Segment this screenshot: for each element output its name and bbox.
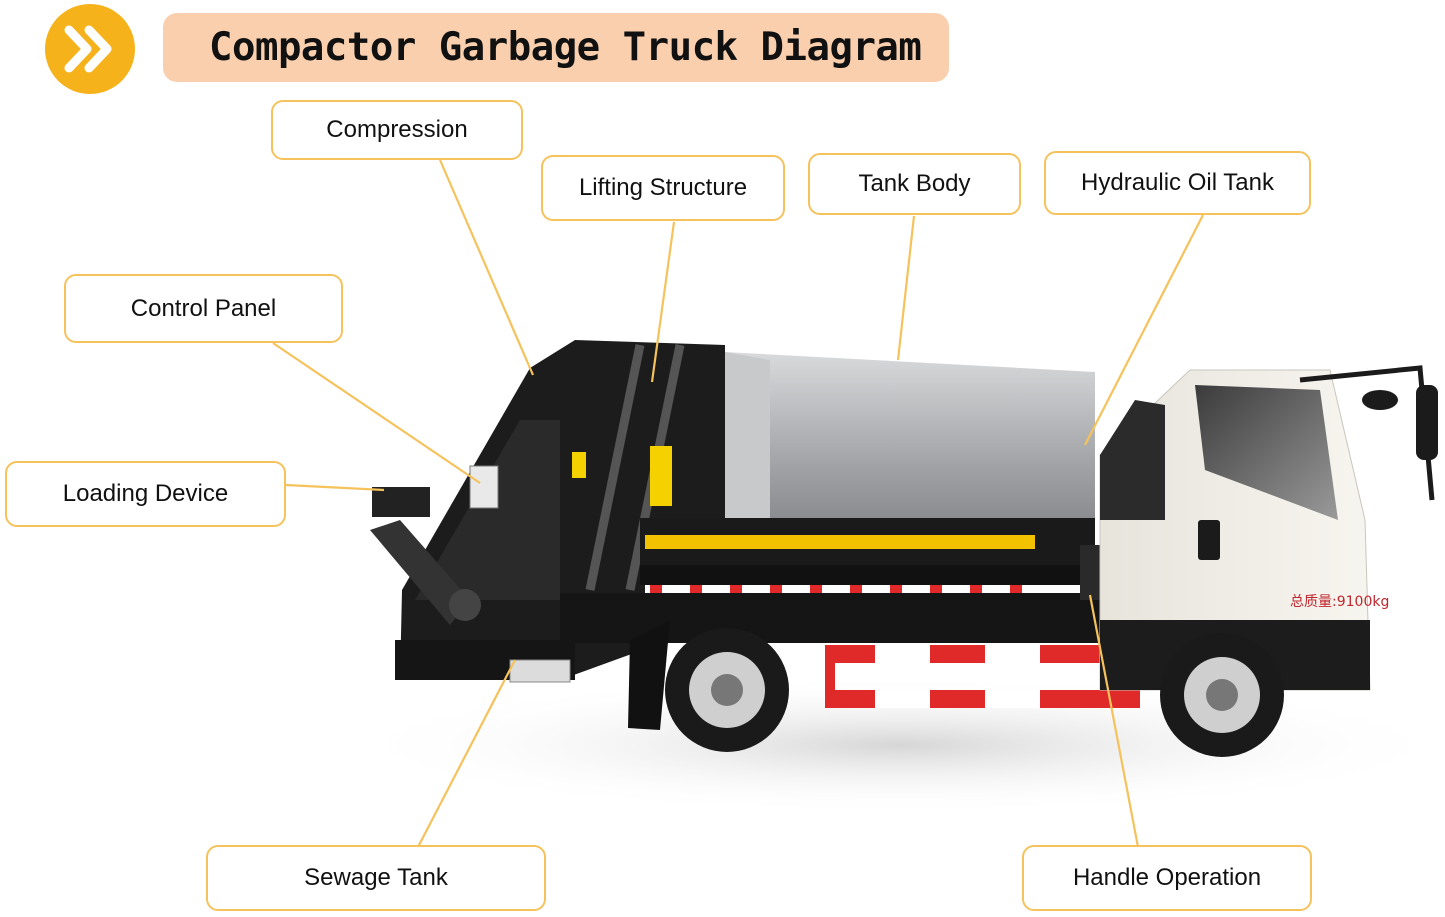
- leader-lines: [272, 159, 1204, 848]
- reflective-strip: [645, 585, 1050, 593]
- label-hydraulic-oil-tank: Hydraulic Oil Tank: [1044, 151, 1311, 215]
- label-sewage-tank: Sewage Tank: [206, 845, 546, 911]
- loading-device-hinge: [449, 589, 481, 621]
- warning-sticker: [572, 452, 586, 478]
- title-banner: Compactor Garbage Truck Diagram: [163, 13, 949, 82]
- cab-windshield: [1195, 385, 1338, 520]
- cab-door-text: 总质量:9100kg: [1290, 594, 1389, 610]
- page-title: Compactor Garbage Truck Diagram: [209, 25, 922, 70]
- warning-sticker: [650, 446, 672, 506]
- cab-door-handle: [1198, 520, 1220, 560]
- label-handle-operation: Handle Operation: [1022, 845, 1312, 911]
- rear-loader-panel: [415, 420, 560, 600]
- side-guard: [825, 645, 1140, 708]
- leader-control-panel: [272, 342, 481, 484]
- mud-flap: [628, 620, 670, 730]
- label-lifting-structure: Lifting Structure: [541, 155, 785, 221]
- leader-lifting-structure: [650, 221, 676, 383]
- label-loading-device: Loading Device: [5, 461, 286, 527]
- body-yellow-stripe: [645, 535, 1035, 549]
- label-control-panel: Control Panel: [64, 274, 343, 343]
- leader-hydraulic-oil-tank: [1084, 214, 1204, 446]
- lift-cylinder-left: [585, 344, 645, 591]
- leader-tank-body: [896, 215, 916, 361]
- label-tank-body: Tank Body: [808, 153, 1021, 215]
- side-mirror: [1416, 385, 1438, 460]
- wide-mirror: [1362, 390, 1398, 410]
- leader-sewage-tank: [417, 659, 516, 848]
- double-chevron-right-icon: [64, 25, 112, 73]
- leader-handle-operation: [1088, 594, 1140, 848]
- leader-compression: [438, 159, 535, 376]
- control-panel-box: [469, 465, 499, 509]
- front-wheel: [1160, 633, 1284, 757]
- loading-device-arm: [372, 487, 430, 517]
- logo-badge: [45, 4, 135, 94]
- rear-wheel: [665, 628, 789, 752]
- sewage-tank-shape: [509, 659, 571, 683]
- cab-side-window: [1100, 400, 1165, 520]
- loading-device-lever: [370, 520, 470, 625]
- chassis-rail: [640, 565, 1095, 585]
- leader-loading-device: [285, 483, 385, 492]
- label-compression: Compression: [271, 100, 523, 160]
